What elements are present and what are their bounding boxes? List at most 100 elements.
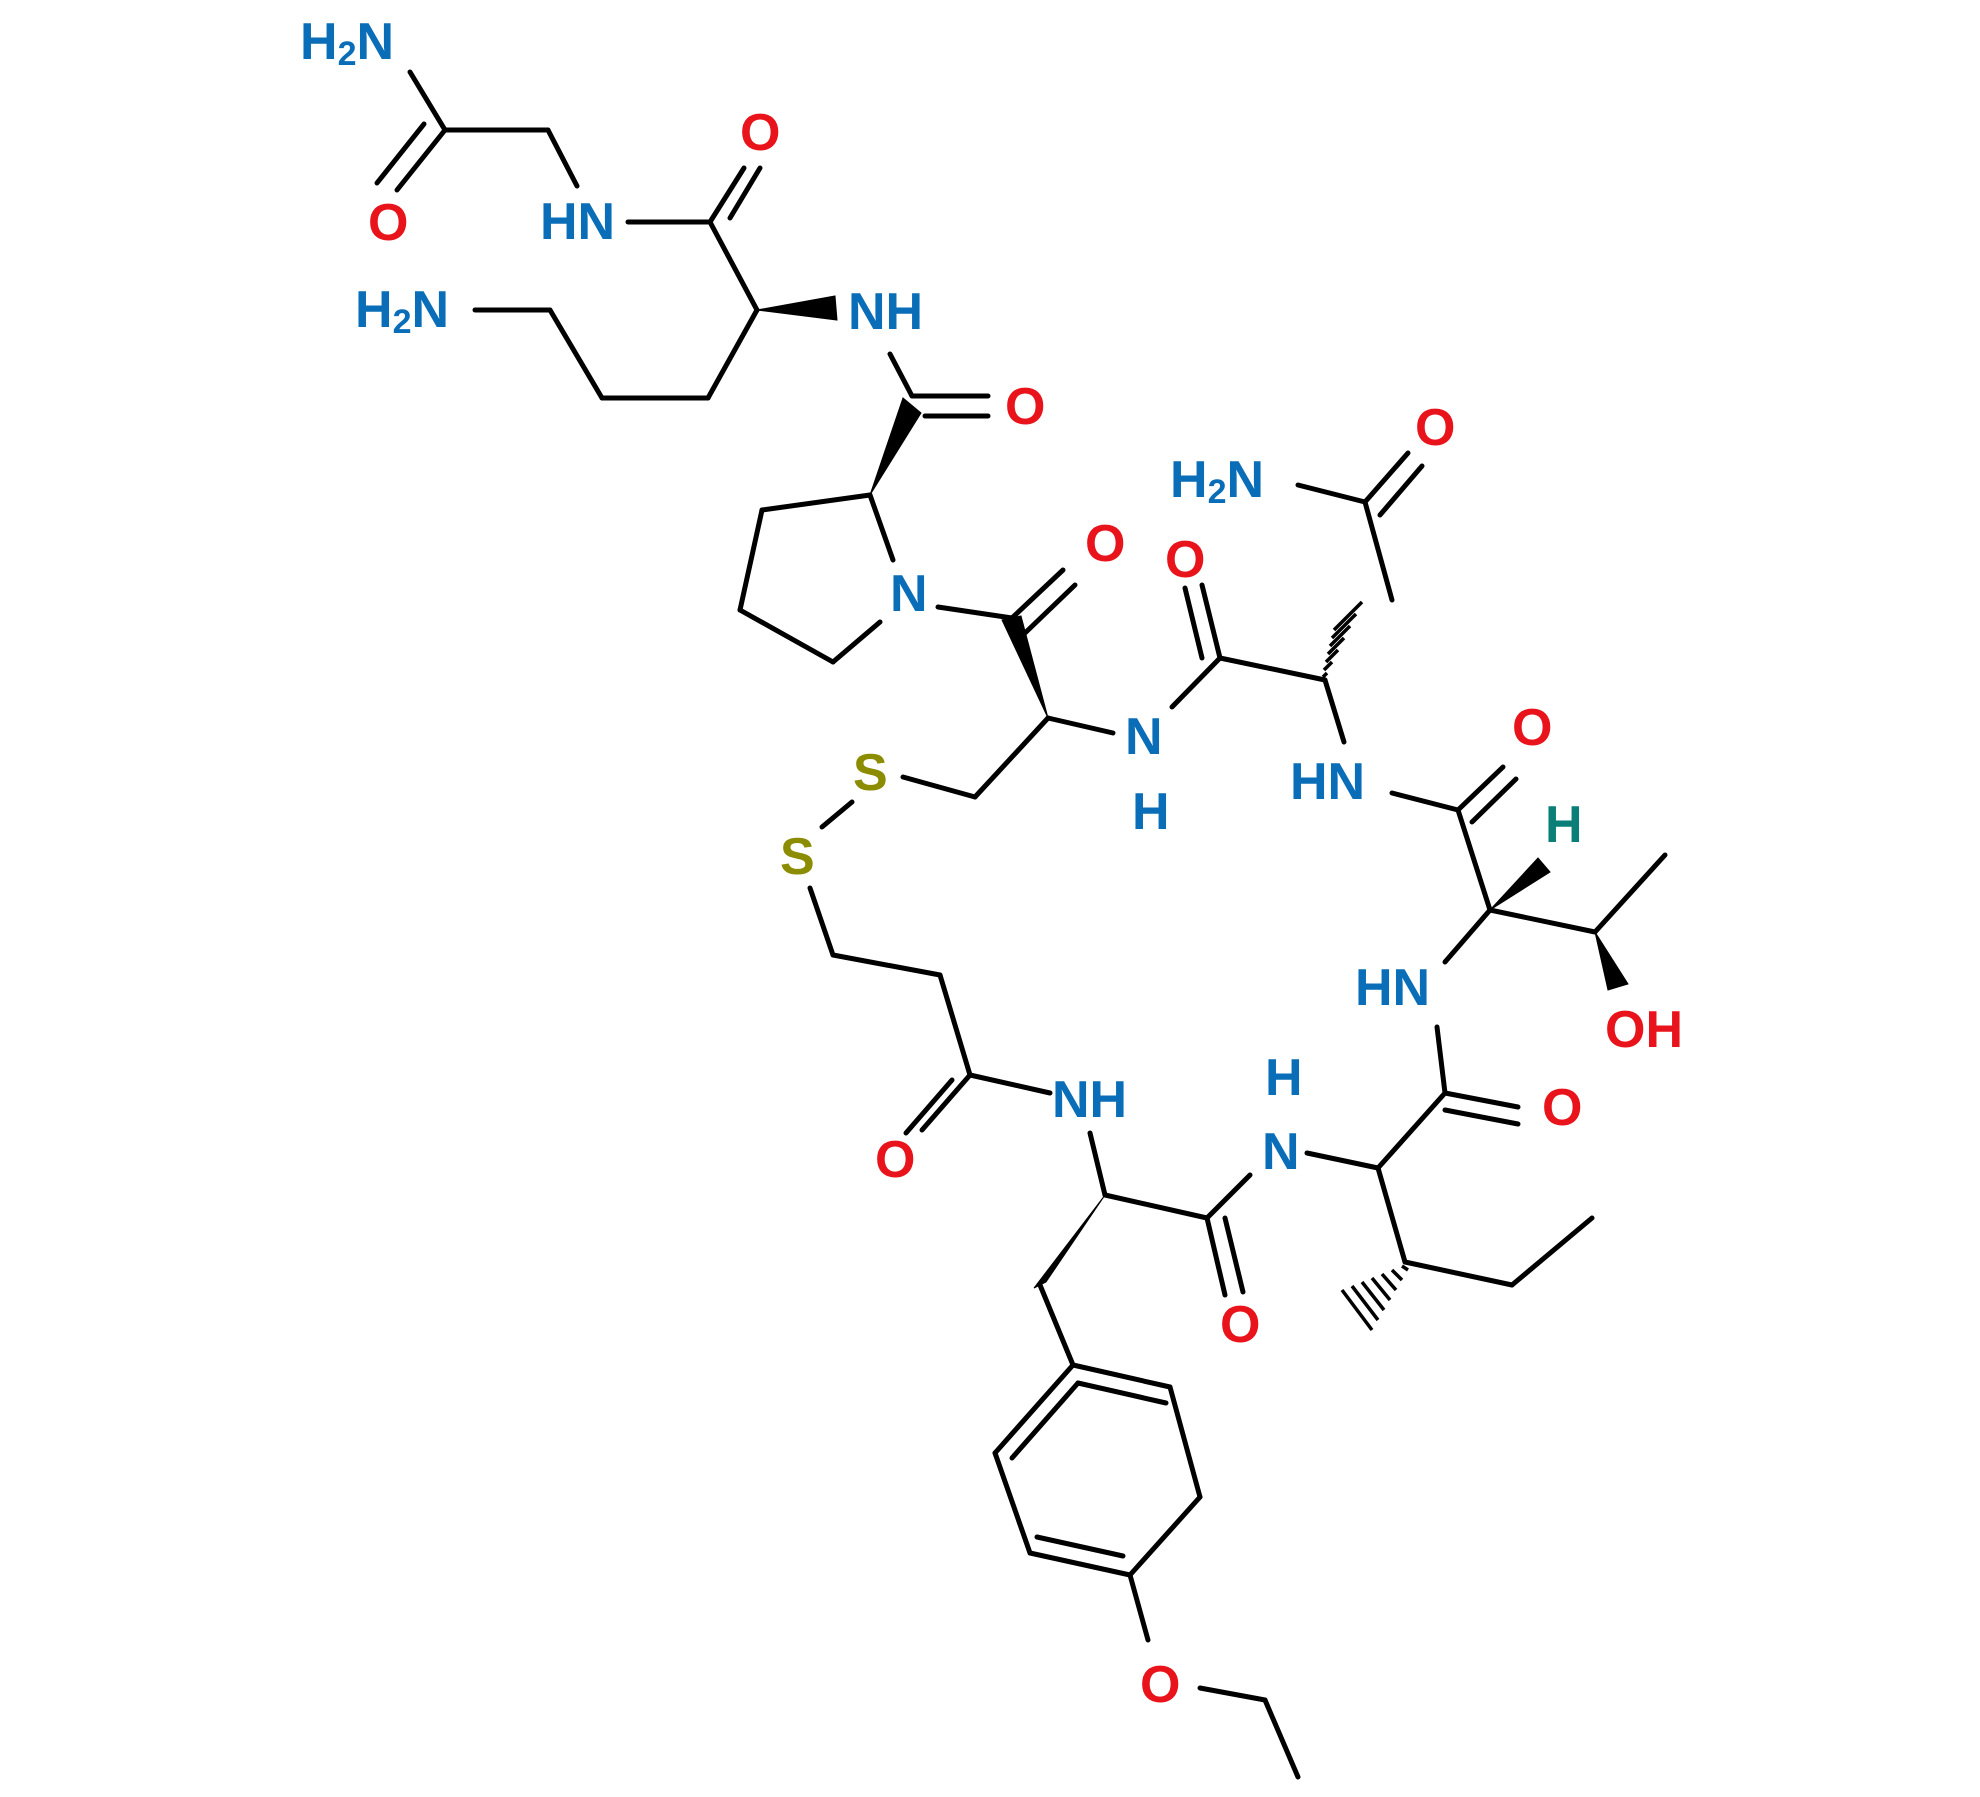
- bond: [1027, 1550, 1133, 1578]
- bond: [1127, 1494, 1203, 1578]
- atom-o-proline-carbonyl: O: [1005, 378, 1045, 436]
- bond: [1167, 1384, 1203, 1500]
- bond: [830, 952, 943, 978]
- bond: [1389, 790, 1461, 813]
- atom-nh-tyrosine: NH: [1052, 1071, 1127, 1129]
- bond: [737, 607, 836, 665]
- bond: [545, 127, 580, 189]
- bond: [903, 1077, 955, 1136]
- atom-sulfur-1: S: [853, 744, 888, 802]
- bond: [1022, 582, 1078, 636]
- atom-h-isoleucine-amide: H: [1265, 1049, 1303, 1107]
- bond: [992, 1450, 1033, 1556]
- wedge-bond: [1001, 615, 1049, 719]
- bond: [547, 307, 605, 401]
- atom-o-threonine-carbonyl: O: [1512, 699, 1552, 757]
- atom-n-isoleucine: N: [1262, 1123, 1300, 1181]
- atom-o-ornithine-carbonyl: O: [740, 104, 780, 162]
- bond: [1592, 852, 1668, 935]
- bond: [1182, 585, 1205, 661]
- bond: [727, 165, 763, 221]
- wedge-bond: [869, 397, 922, 496]
- bond: [1070, 1362, 1173, 1390]
- bond: [1127, 1572, 1151, 1643]
- bond: [1487, 907, 1598, 935]
- bond: [1442, 907, 1493, 965]
- bond: [1262, 1697, 1301, 1780]
- bond: [1169, 655, 1223, 710]
- atom-n-proline: N: [890, 565, 928, 623]
- bond: [1375, 1090, 1448, 1171]
- atom-o-glycinamide: O: [368, 194, 408, 252]
- bond: [992, 1362, 1076, 1456]
- bond: [1102, 1192, 1210, 1221]
- bond: [972, 715, 1051, 800]
- bond: [1402, 1259, 1515, 1288]
- bond: [1442, 1107, 1521, 1127]
- bond: [705, 307, 760, 401]
- bond: [1199, 582, 1223, 661]
- bond: [1304, 1150, 1381, 1171]
- stereo-wedges: [756, 295, 1629, 1289]
- atom-hn-glycine: HN: [540, 193, 615, 251]
- bond: [707, 219, 760, 313]
- bond: [1037, 1282, 1076, 1368]
- wedge-bond: [1489, 857, 1551, 911]
- bond: [1217, 655, 1328, 683]
- atom-hn-threonine: HN: [1355, 959, 1430, 1017]
- atom-nh2-glycinamide: H2N: [300, 13, 394, 73]
- atom-h-threonine: H: [1545, 796, 1583, 854]
- bond: [967, 1072, 1053, 1096]
- bond: [1204, 1172, 1253, 1221]
- atom-o-tyrosine-carbonyl: O: [1220, 1296, 1260, 1354]
- bond: [759, 492, 873, 513]
- atom-o-isoleucine-carbonyl: O: [1542, 1079, 1582, 1137]
- bond: [1455, 807, 1493, 913]
- bond: [1509, 1215, 1595, 1288]
- bond: [394, 127, 448, 193]
- bond: [1377, 463, 1425, 518]
- bond: [1045, 715, 1116, 736]
- bond: [1375, 1165, 1408, 1265]
- atom-o-asparagine-carbonyl: O: [1165, 531, 1205, 589]
- bond: [1009, 1380, 1081, 1461]
- atom-o-asparagine-side: O: [1415, 399, 1455, 457]
- atom-o-cysteine-carbonyl: O: [1085, 515, 1125, 573]
- bond: [737, 507, 765, 613]
- bond: [819, 799, 855, 830]
- bond: [1362, 499, 1395, 603]
- bond: [407, 69, 448, 133]
- bond: [1087, 1130, 1108, 1198]
- bond: [807, 885, 836, 958]
- bond: [887, 351, 915, 399]
- bond: [707, 165, 747, 225]
- bond: [1204, 1215, 1228, 1298]
- bond: [1469, 776, 1519, 825]
- bond: [1034, 1534, 1126, 1559]
- bond: [900, 774, 978, 800]
- bond: [374, 121, 427, 186]
- bond: [935, 604, 1015, 621]
- atom-o-mercaptopropionyl: O: [875, 1131, 915, 1189]
- bonds: [374, 69, 1668, 1780]
- wedge-bond: [1594, 931, 1629, 991]
- bond: [1442, 1090, 1521, 1110]
- atom-h2n-ornithine: H2N: [355, 281, 449, 341]
- atom-hn-asparagine: HN: [1290, 753, 1365, 811]
- wedge-bond: [756, 295, 838, 321]
- atom-h2n-asparagine: H2N: [1170, 451, 1264, 511]
- bond: [1362, 450, 1411, 505]
- stereo-hashes: [1321, 600, 1409, 1332]
- bond: [1322, 677, 1347, 745]
- bond: [830, 619, 883, 665]
- bond: [919, 1072, 973, 1133]
- atom-h-cysteine-amide: H: [1132, 783, 1170, 841]
- atom-oh-threonine: OH: [1605, 1001, 1683, 1059]
- bond: [1009, 567, 1066, 621]
- bond: [1197, 1685, 1268, 1703]
- bond: [867, 492, 896, 563]
- atom-nh-ornithine: NH: [848, 283, 923, 341]
- atom-sulfur-2: S: [780, 828, 815, 886]
- bond: [1455, 764, 1506, 813]
